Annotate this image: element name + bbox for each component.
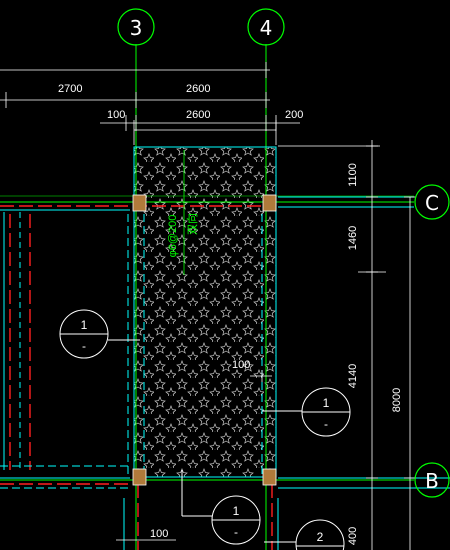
svg-text:-: - — [82, 339, 86, 353]
column-b3 — [132, 468, 147, 486]
section-marker-1-right: 1 - — [262, 387, 351, 437]
inner-dimension — [250, 370, 272, 382]
rebar-label: φ6@200 — [167, 215, 179, 258]
section-marker-1-bottom: 1 - — [181, 470, 261, 545]
svg-text:C: C — [425, 191, 439, 215]
dim-right-1460: 1460 — [347, 226, 359, 250]
column-b4 — [262, 468, 277, 486]
svg-text:1: 1 — [81, 318, 88, 332]
dim-right-4140: 4140 — [347, 364, 359, 388]
axis-bubble-3: 3 — [117, 8, 155, 46]
svg-text:-: - — [324, 417, 328, 431]
slab-hatch — [134, 147, 276, 477]
svg-text:B: B — [425, 469, 439, 493]
axis-bubble-4: 4 — [247, 8, 285, 46]
rebar-annotation: φ6@200 双向 — [167, 150, 199, 275]
dim-top-2700: 2700 — [58, 83, 82, 95]
svg-text:-: - — [234, 525, 238, 539]
svg-text:3: 3 — [130, 16, 143, 40]
section-marker-1-left: 1 - — [59, 309, 140, 359]
column-c4 — [262, 194, 277, 212]
dim-top-2600-b: 2600 — [186, 109, 210, 121]
top-dimensions — [0, 62, 300, 145]
dim-top-2600-a: 2600 — [186, 83, 210, 95]
svg-text:2: 2 — [317, 530, 324, 544]
svg-text:1: 1 — [323, 396, 330, 410]
dim-top-200: 200 — [285, 109, 303, 121]
dim-inner-100: 100 — [232, 359, 250, 371]
axis-bubble-b: B — [414, 462, 450, 498]
svg-text:4: 4 — [260, 16, 273, 40]
dim-bottom-100: 100 — [150, 528, 168, 540]
right-dimensions — [278, 140, 416, 550]
axis-bubble-c: C — [414, 184, 450, 220]
column-c3 — [132, 194, 147, 212]
dim-right-400: 400 — [347, 527, 359, 545]
section-marker-2: 2 — [264, 519, 345, 550]
columns — [132, 194, 277, 486]
svg-text:1: 1 — [233, 504, 240, 518]
dim-top-100: 100 — [107, 109, 125, 121]
dim-right-1100: 1100 — [347, 163, 359, 187]
beam-outlines — [0, 146, 450, 550]
dim-right-8000: 8000 — [391, 388, 403, 412]
rebar-note: 双向 — [185, 213, 199, 235]
